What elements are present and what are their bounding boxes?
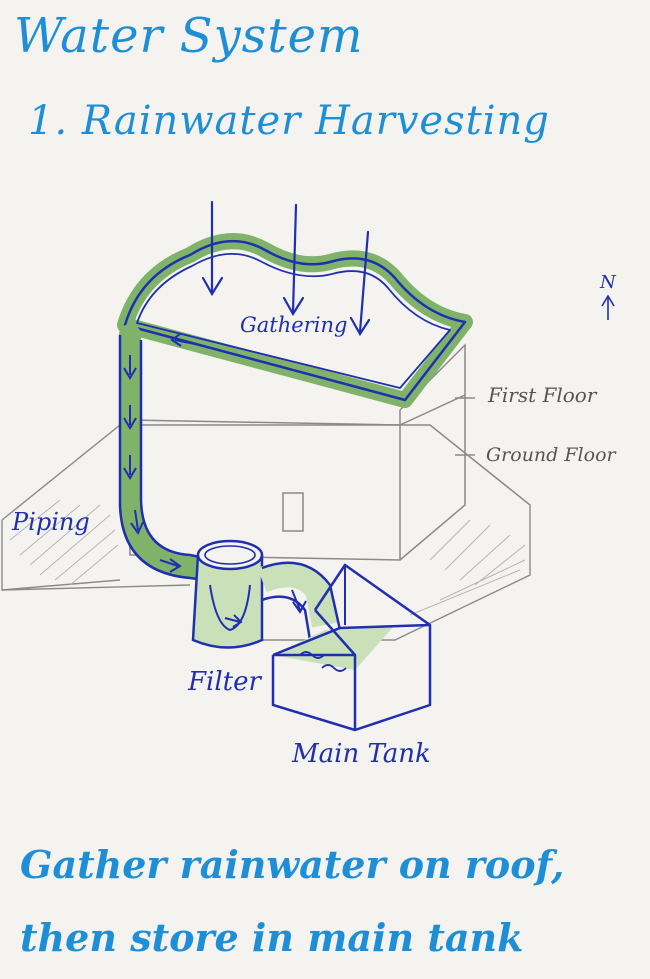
rain-arrows [201,200,371,337]
section-title: 1. Rainwater Harvesting [28,98,550,144]
main-tank [271,563,432,732]
north-arrow: N [599,272,617,320]
tank-inlet-pipe [257,561,342,641]
caption-line-2: then store in main tank [20,915,524,960]
filter-label: Filter [187,667,263,697]
piping-label: Piping [11,508,90,536]
ground-floor-label: Ground Floor [486,444,618,466]
caption-line-1: Gather rainwater on roof, [20,842,565,887]
first-floor-label: First Floor [487,383,598,407]
north-label: N [599,272,617,293]
main-tank-label: Main Tank [291,739,431,769]
building [124,329,475,561]
filter [191,539,264,649]
roof-gutter [117,233,473,408]
gathering-label: Gathering [240,313,347,337]
downpipe [118,324,216,582]
page-title: Water System [14,8,364,64]
